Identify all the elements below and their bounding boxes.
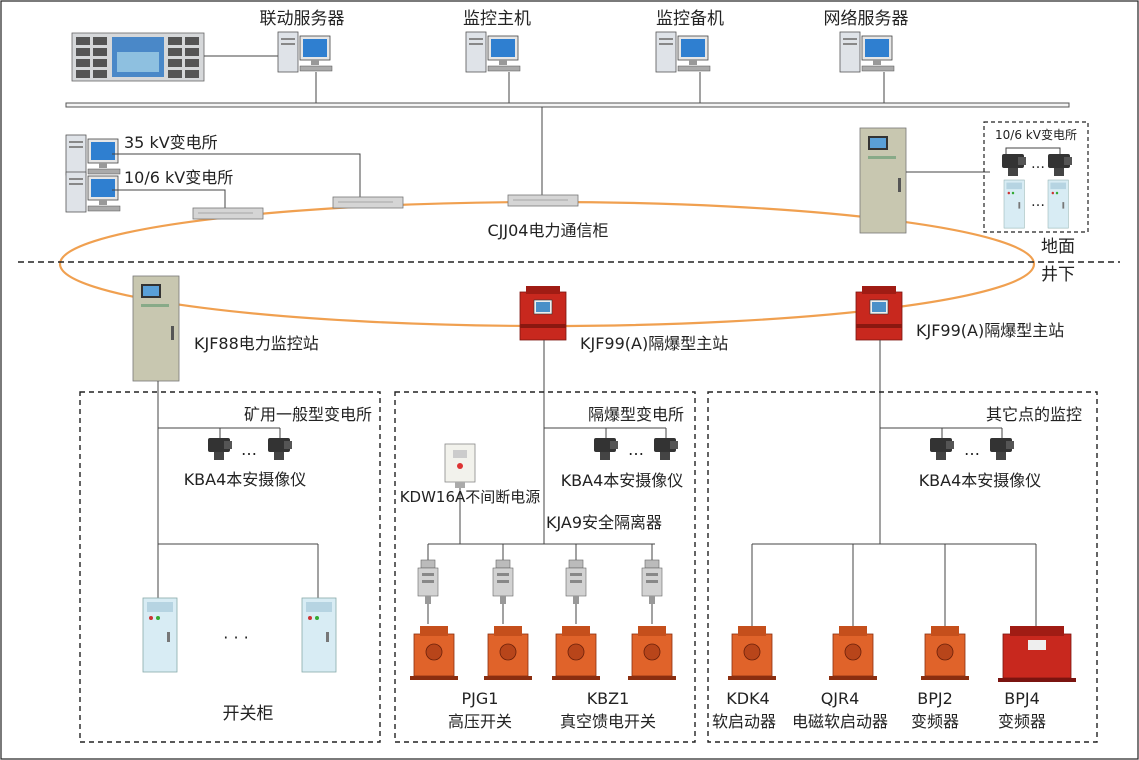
substation-35kv-computer-icon bbox=[65, 134, 121, 176]
right-camera-2-icon bbox=[990, 438, 1014, 460]
server-label-host: 监控主机 bbox=[463, 9, 531, 29]
mid-camera-1-icon bbox=[594, 438, 618, 460]
video-wall bbox=[71, 32, 205, 82]
comm-cabinet-1 bbox=[192, 207, 264, 220]
safety-isolator-1 bbox=[417, 559, 439, 605]
pjg1-switch-1 bbox=[409, 625, 459, 681]
surface-monitoring-cabinet bbox=[859, 127, 907, 234]
bpj4-inverter bbox=[998, 626, 1076, 682]
mid-camera-ellipsis: … bbox=[628, 440, 644, 459]
right-box-label: 10/6 kV变电所 bbox=[995, 127, 1077, 142]
monitor-backup-computer-icon bbox=[655, 31, 711, 73]
mid-camera-label: KBA4本安摄像仪 bbox=[561, 471, 684, 490]
comm-cabinet-3 bbox=[507, 194, 579, 207]
server-label-linkage: 联动服务器 bbox=[260, 9, 345, 29]
kdk4-soft-starter bbox=[727, 625, 777, 681]
region-left-box bbox=[79, 391, 381, 743]
pjg1-switch-2 bbox=[483, 625, 533, 681]
kdk4-model-label: KDK4 bbox=[726, 689, 769, 708]
pjg1-desc-label: 高压开关 bbox=[448, 712, 512, 731]
pjg1-model-label: PJG1 bbox=[462, 689, 499, 708]
kbz1-desc-label: 真空馈电开关 bbox=[560, 712, 656, 731]
label-surface: 地面 bbox=[1041, 237, 1075, 257]
right-surface-substation-box bbox=[983, 121, 1089, 233]
right-camera-1-icon bbox=[930, 438, 954, 460]
kjf99-mid-station bbox=[519, 285, 567, 341]
kjf88-station-cabinet bbox=[132, 275, 180, 382]
safety-isolator-3 bbox=[565, 559, 587, 605]
qjr4-desc-label: 电磁软启动器 bbox=[792, 712, 888, 731]
bpj4-model-label: BPJ4 bbox=[1004, 689, 1040, 708]
left-switchgear-label: 开关柜 bbox=[223, 704, 274, 724]
ring-label: CJJ04电力通信柜 bbox=[488, 221, 609, 240]
region-right-title: 其它点的监控 bbox=[986, 405, 1082, 424]
right-box-cabinet-1 bbox=[1003, 179, 1025, 229]
left-camera-label: KBA4本安摄像仪 bbox=[184, 470, 307, 489]
kjf99-right-station bbox=[855, 285, 903, 341]
bpj4-desc-label: 变频器 bbox=[998, 712, 1046, 731]
label-35kv-substation: 35 kV变电所 bbox=[124, 133, 218, 152]
isolator-label: KJA9安全隔离器 bbox=[546, 513, 662, 532]
network-server-computer-icon bbox=[839, 31, 895, 73]
server-label-backup: 监控备机 bbox=[656, 9, 724, 29]
right-box-cabinet-2 bbox=[1047, 179, 1069, 229]
server-label-network: 网络服务器 bbox=[824, 9, 909, 29]
qjr4-soft-starter bbox=[828, 625, 878, 681]
left-camera-1-icon bbox=[208, 438, 232, 460]
label-kjf99-right: KJF99(A)隔爆型主站 bbox=[916, 321, 1064, 340]
kdk4-desc-label: 软启动器 bbox=[712, 712, 776, 731]
safety-isolator-4 bbox=[641, 559, 663, 605]
qjr4-model-label: QJR4 bbox=[821, 689, 860, 708]
ups-label: KDW16A不间断电源 bbox=[400, 488, 541, 506]
label-106kv-substation: 10/6 kV变电所 bbox=[124, 168, 233, 187]
left-switchgear-2 bbox=[301, 597, 337, 673]
mid-camera-2-icon bbox=[654, 438, 678, 460]
left-camera-2-icon bbox=[268, 438, 292, 460]
left-switchgear-dots: · · · bbox=[223, 628, 248, 647]
label-kjf99-mid: KJF99(A)隔爆型主站 bbox=[580, 334, 728, 353]
bpj2-inverter bbox=[920, 625, 970, 681]
region-mid-title: 隔爆型变电所 bbox=[588, 405, 684, 424]
region-left-title: 矿用一般型变电所 bbox=[244, 405, 372, 424]
right-box-camera-1-icon bbox=[1002, 154, 1026, 176]
region-mid-box bbox=[394, 391, 696, 743]
bpj2-model-label: BPJ2 bbox=[917, 689, 953, 708]
kbz1-switch-2 bbox=[627, 625, 677, 681]
label-underground: 井下 bbox=[1041, 265, 1075, 285]
network-bus bbox=[65, 102, 1070, 108]
bpj2-desc-label: 变频器 bbox=[911, 712, 959, 731]
comm-cabinet-2 bbox=[332, 196, 404, 209]
right-box-ellipsis-2: … bbox=[1031, 194, 1045, 210]
right-box-camera-2-icon bbox=[1048, 154, 1072, 176]
right-camera-ellipsis: … bbox=[964, 440, 980, 459]
right-box-ellipsis-1: … bbox=[1031, 156, 1045, 172]
left-camera-ellipsis: … bbox=[241, 440, 257, 459]
right-camera-label: KBA4本安摄像仪 bbox=[919, 471, 1042, 490]
left-switchgear-1 bbox=[142, 597, 178, 673]
monitor-host-computer-icon bbox=[465, 31, 521, 73]
safety-isolator-2 bbox=[492, 559, 514, 605]
label-kjf88: KJF88电力监控站 bbox=[194, 334, 319, 353]
substation-106kv-computer-icon bbox=[65, 171, 121, 213]
linkage-server-computer-icon bbox=[277, 31, 333, 73]
kbz1-switch-1 bbox=[551, 625, 601, 681]
kbz1-model-label: KBZ1 bbox=[587, 689, 630, 708]
server-connections bbox=[315, 72, 885, 104]
ups-box bbox=[444, 443, 476, 489]
